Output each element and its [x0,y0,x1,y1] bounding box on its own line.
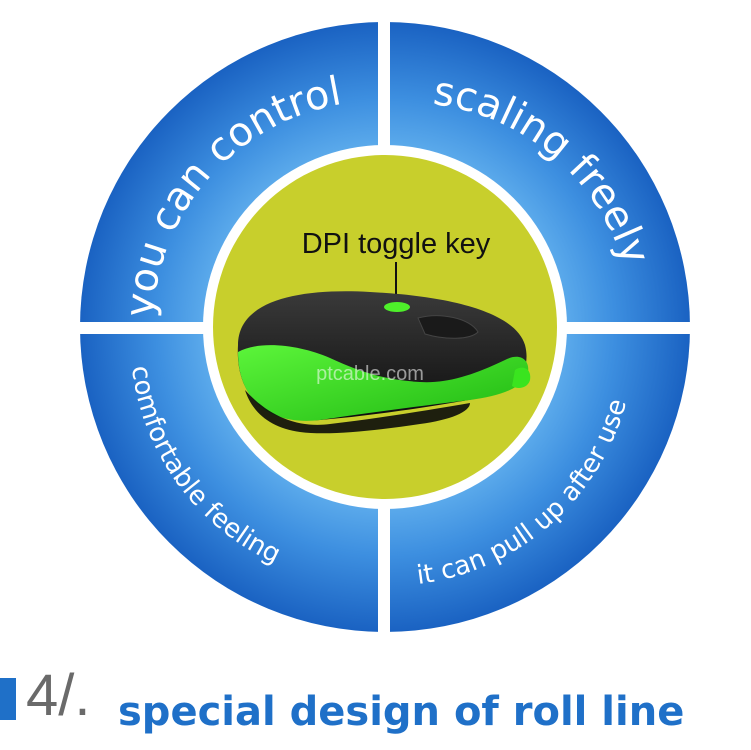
watermark: ptcable.com [316,363,424,385]
footer-number: 4/. [26,663,91,728]
footer-title: special design of roll line [118,689,685,735]
mouse-illustration [237,291,531,434]
dpi-key [384,302,410,312]
dpi-toggle-label: DPI toggle key [302,228,491,260]
footer-accent-bar [0,678,16,720]
